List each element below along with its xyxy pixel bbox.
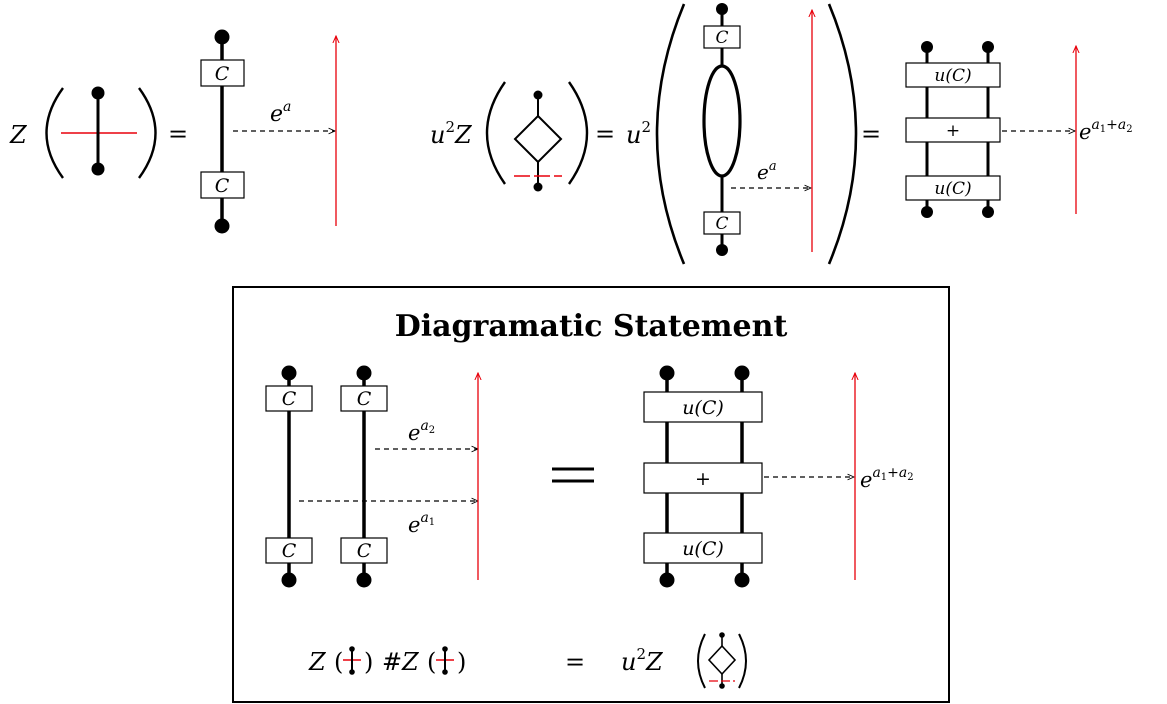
c-box xyxy=(265,385,313,412)
svg-text:): ) xyxy=(364,648,373,676)
c-box xyxy=(340,385,388,412)
svg-text:u(C): u(C) xyxy=(934,179,971,199)
paren-left xyxy=(485,81,506,185)
big-paren-right xyxy=(827,3,858,265)
svg-text:u(C): u(C) xyxy=(934,66,971,86)
paren-left xyxy=(45,87,64,179)
formula-row: Z ( ) # Z ( ) = u2Z xyxy=(308,632,747,689)
diamond-glyph-small xyxy=(707,632,737,689)
chord-glyph-small xyxy=(436,646,454,675)
svg-text:+: + xyxy=(695,468,711,490)
z-symbol: Z xyxy=(9,121,28,149)
ladder-diagram: u(C) + u(C) xyxy=(905,41,1001,218)
svg-text:=: = xyxy=(565,648,585,676)
svg-text:=: = xyxy=(573,484,574,486)
equation-top-right: u2Z = u2 C C ea = xyxy=(430,3,1133,265)
uc-box-top xyxy=(905,62,1001,88)
svg-text:): ) xyxy=(457,648,466,676)
svg-text:u2Z: u2Z xyxy=(621,645,664,676)
svg-text:Z: Z xyxy=(308,648,327,676)
svg-text:C: C xyxy=(715,28,728,48)
svg-text:+: + xyxy=(946,121,960,141)
c-box-top xyxy=(200,59,245,87)
arrow-label: ea xyxy=(757,159,777,184)
c-box xyxy=(265,537,313,564)
statement-box: Diagramatic Statement C C C C ea2 ea1 = xyxy=(232,286,950,703)
uc-box-bottom xyxy=(643,532,763,564)
svg-text:u(C): u(C) xyxy=(682,397,724,419)
ladder-diagram: u(C) + u(C) xyxy=(643,365,763,588)
chord-glyph-small xyxy=(343,646,361,675)
result-label: ea1+a2 xyxy=(1079,117,1133,144)
svg-text:#: # xyxy=(382,648,402,676)
c-box-bottom xyxy=(200,171,245,199)
equation-top-left: Z = C C ea xyxy=(9,29,336,234)
svg-text:C: C xyxy=(357,540,372,562)
uc-box-bottom xyxy=(905,175,1001,201)
plus-box xyxy=(643,462,763,494)
equals-sign: = xyxy=(595,120,615,148)
c-box xyxy=(340,537,388,564)
plus-box xyxy=(905,117,1001,143)
statement-title: Diagramatic Statement xyxy=(395,309,788,344)
arrow-label-upper: ea2 xyxy=(408,418,435,445)
big-paren-left xyxy=(655,3,686,265)
arrow-label-lower: ea1 xyxy=(408,510,435,537)
loop-diagram: C C xyxy=(702,3,742,256)
loop-ellipse xyxy=(702,64,742,178)
c-box-top xyxy=(703,25,741,49)
svg-text:C: C xyxy=(282,388,297,410)
two-strands: C C C C xyxy=(265,365,388,588)
chord-glyph xyxy=(61,86,137,176)
svg-text:C: C xyxy=(215,175,230,197)
statement-frame xyxy=(232,286,950,703)
paren-right xyxy=(138,87,157,179)
strand-diagram: C C xyxy=(200,29,245,234)
svg-text:u(C): u(C) xyxy=(682,538,724,560)
u-squared: u2 xyxy=(626,118,651,149)
diamond-glyph xyxy=(513,90,563,192)
u-squared-z: u2Z xyxy=(430,118,473,149)
arrow-label: ea xyxy=(270,99,291,127)
equals-sign: = xyxy=(168,120,188,148)
uc-box-top xyxy=(643,391,763,423)
svg-text:C: C xyxy=(715,214,728,234)
svg-text:(: ( xyxy=(427,648,436,676)
svg-text:C: C xyxy=(215,63,230,85)
result-label: ea1+a2 xyxy=(860,465,914,492)
big-equals: = xyxy=(552,467,594,486)
svg-text:(: ( xyxy=(334,648,343,676)
svg-text:C: C xyxy=(282,540,297,562)
paren-right xyxy=(568,81,589,185)
equals-sign: = xyxy=(861,120,881,148)
svg-text:Z: Z xyxy=(401,648,420,676)
svg-text:C: C xyxy=(357,388,372,410)
c-box-bottom xyxy=(703,211,741,235)
